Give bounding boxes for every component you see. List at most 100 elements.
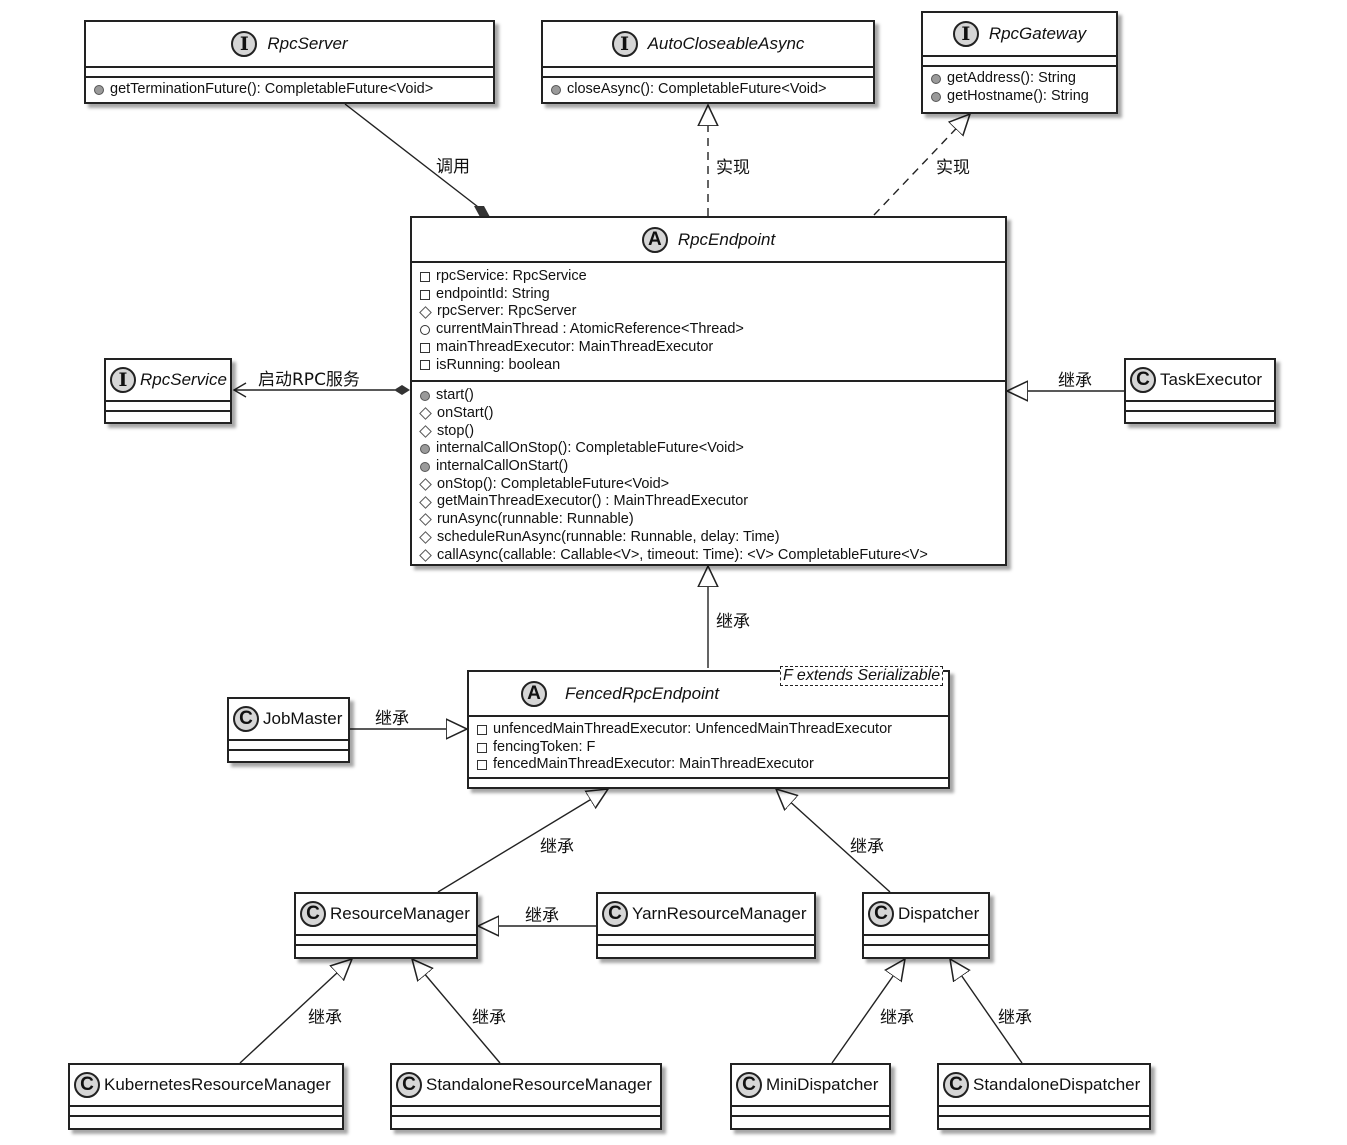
label-inherit-yarn: 继承 [525,906,559,926]
class-header: C KubernetesResourceManager [70,1065,342,1107]
class-name: AutoCloseableAsync [647,34,805,53]
attribute-row: isRunning: boolean [412,357,1005,375]
method-row: scheduleRunAsync(runnable: Runnable, del… [412,529,1005,547]
edge-call-rpcserver [344,103,483,211]
class-yarnresourcemanager[interactable]: C YarnResourceManager [596,892,816,959]
class-name: RpcEndpoint [677,229,776,249]
composition-diamond-icon [474,206,490,217]
class-kubernetesresourcemanager[interactable]: C KubernetesResourceManager [68,1063,344,1130]
public-visibility-icon [420,444,430,455]
method-row: getAddress(): String [923,70,1116,88]
attributes-section [923,57,1116,67]
class-stereotype-icon: C [1130,367,1156,393]
class-rpcservice[interactable]: I RpcService [104,358,232,424]
method-text: getAddress(): String [947,70,1076,86]
attribute-row: mainThreadExecutor: MainThreadExecutor [412,339,1005,357]
attributes-section [86,68,493,78]
protected-visibility-icon [419,478,432,491]
edge-k8s-inherit [239,959,352,1064]
method-row: internalCallOnStop(): CompletableFuture<… [412,440,1005,458]
public-visibility-icon [551,84,561,95]
methods-section: getTerminationFuture(): CompletableFutur… [86,78,493,99]
method-text: runAsync(runnable: Runnable) [437,511,634,528]
attributes-section [106,402,230,412]
private-visibility-icon [420,360,430,371]
class-name: RpcGateway [988,24,1087,43]
class-name: StandaloneResourceManager [426,1075,652,1094]
class-name: MiniDispatcher [766,1075,879,1094]
method-text: stop() [437,422,475,439]
attribute-row: rpcService: RpcService [412,268,1005,286]
public-visibility-icon [420,461,430,472]
attribute-text: currentMainThread : AtomicReference<Thre… [436,321,744,338]
class-taskexecutor[interactable]: C TaskExecutor [1124,358,1276,424]
class-header: C YarnResourceManager [598,894,814,936]
methods-section [598,946,814,956]
class-rpcserver[interactable]: I RpcServer getTerminationFuture(): Comp… [84,20,495,104]
class-name: JobMaster [263,709,343,728]
method-row: getTerminationFuture(): CompletableFutur… [86,81,493,99]
methods-section [106,412,230,422]
method-row: stop() [412,423,1005,441]
label-inherit-fenced: 继承 [716,612,750,632]
attribute-text: rpcServer: RpcServer [437,303,577,320]
label-inherit-mini: 继承 [880,1008,914,1028]
class-minidispatcher[interactable]: C MiniDispatcher [730,1063,891,1130]
class-rpcgateway[interactable]: I RpcGateway getAddress(): String getHos… [921,11,1118,114]
attributes-section [229,741,348,751]
class-jobmaster[interactable]: C JobMaster [227,697,350,763]
method-text: getTerminationFuture(): CompletableFutur… [110,81,434,97]
class-stereotype-icon: C [602,901,628,927]
private-visibility-icon [420,271,430,282]
class-header: C StandaloneResourceManager [392,1065,660,1107]
edge-dispatcher-inherit [776,789,891,893]
attribute-row: unfencedMainThreadExecutor: UnfencedMain… [469,721,948,739]
class-header: A FencedRpcEndpoint [469,672,948,717]
method-text: internalCallOnStop(): CompletableFuture<… [436,440,744,457]
label-inherit-standalone-rm: 继承 [472,1008,506,1028]
public-visibility-icon [94,84,104,95]
attribute-text: endpointId: String [436,285,550,302]
attribute-text: fencedMainThreadExecutor: MainThreadExec… [493,756,814,773]
attribute-text: rpcService: RpcService [436,268,587,284]
class-name: FencedRpcEndpoint [565,683,720,703]
class-stereotype-icon: C [233,706,259,732]
methods-section: closeAsync(): CompletableFuture<Void> [543,78,873,99]
class-header: C MiniDispatcher [732,1065,889,1107]
class-rpcendpoint[interactable]: A RpcEndpoint rpcService: RpcService end… [410,216,1007,566]
attribute-text: isRunning: boolean [436,356,561,373]
class-standalonedispatcher[interactable]: C StandaloneDispatcher [937,1063,1151,1130]
class-name: KubernetesResourceManager [104,1075,331,1094]
method-text: scheduleRunAsync(runnable: Runnable, del… [437,528,780,545]
method-row: closeAsync(): CompletableFuture<Void> [543,81,873,99]
methods-section [392,1117,660,1127]
class-header: C Dispatcher [864,894,988,936]
interface-stereotype-icon: I [231,31,258,57]
private-visibility-icon [477,760,487,771]
attributes-section [392,1107,660,1117]
label-inherit-jobmaster: 继承 [375,709,409,729]
class-name: YarnResourceManager [632,904,807,923]
method-row: onStop(): CompletableFuture<Void> [412,476,1005,494]
class-stereotype-icon: C [943,1072,969,1098]
class-fencedrpcendpoint[interactable]: A FencedRpcEndpoint unfencedMainThreadEx… [467,670,950,789]
class-stereotype-icon: C [396,1072,422,1098]
abstract-stereotype-icon: A [641,226,668,253]
class-dispatcher[interactable]: C Dispatcher [862,892,990,959]
label-inherit-dispatcher: 继承 [850,837,884,857]
label-inherit-k8s: 继承 [308,1008,342,1028]
protected-visibility-icon [419,531,432,545]
methods-section [229,751,348,761]
label-implements-gateway: 实现 [936,158,970,178]
class-standaloneresourcemanager[interactable]: C StandaloneResourceManager [390,1063,662,1130]
attribute-row: endpointId: String [412,286,1005,304]
class-autocloseableasync[interactable]: I AutoCloseableAsync closeAsync(): Compl… [541,20,875,104]
method-text: onStop(): CompletableFuture<Void> [437,475,670,492]
label-start-rpc-service: 启动RPC服务 [258,370,360,390]
protected-visibility-icon [419,425,432,438]
method-text: closeAsync(): CompletableFuture<Void> [567,81,827,97]
attributes-section [543,68,873,78]
class-resourcemanager[interactable]: C ResourceManager [294,892,478,959]
methods-section [732,1117,889,1127]
methods-section: start() onStart() stop() internalCallOnS… [412,382,1005,564]
